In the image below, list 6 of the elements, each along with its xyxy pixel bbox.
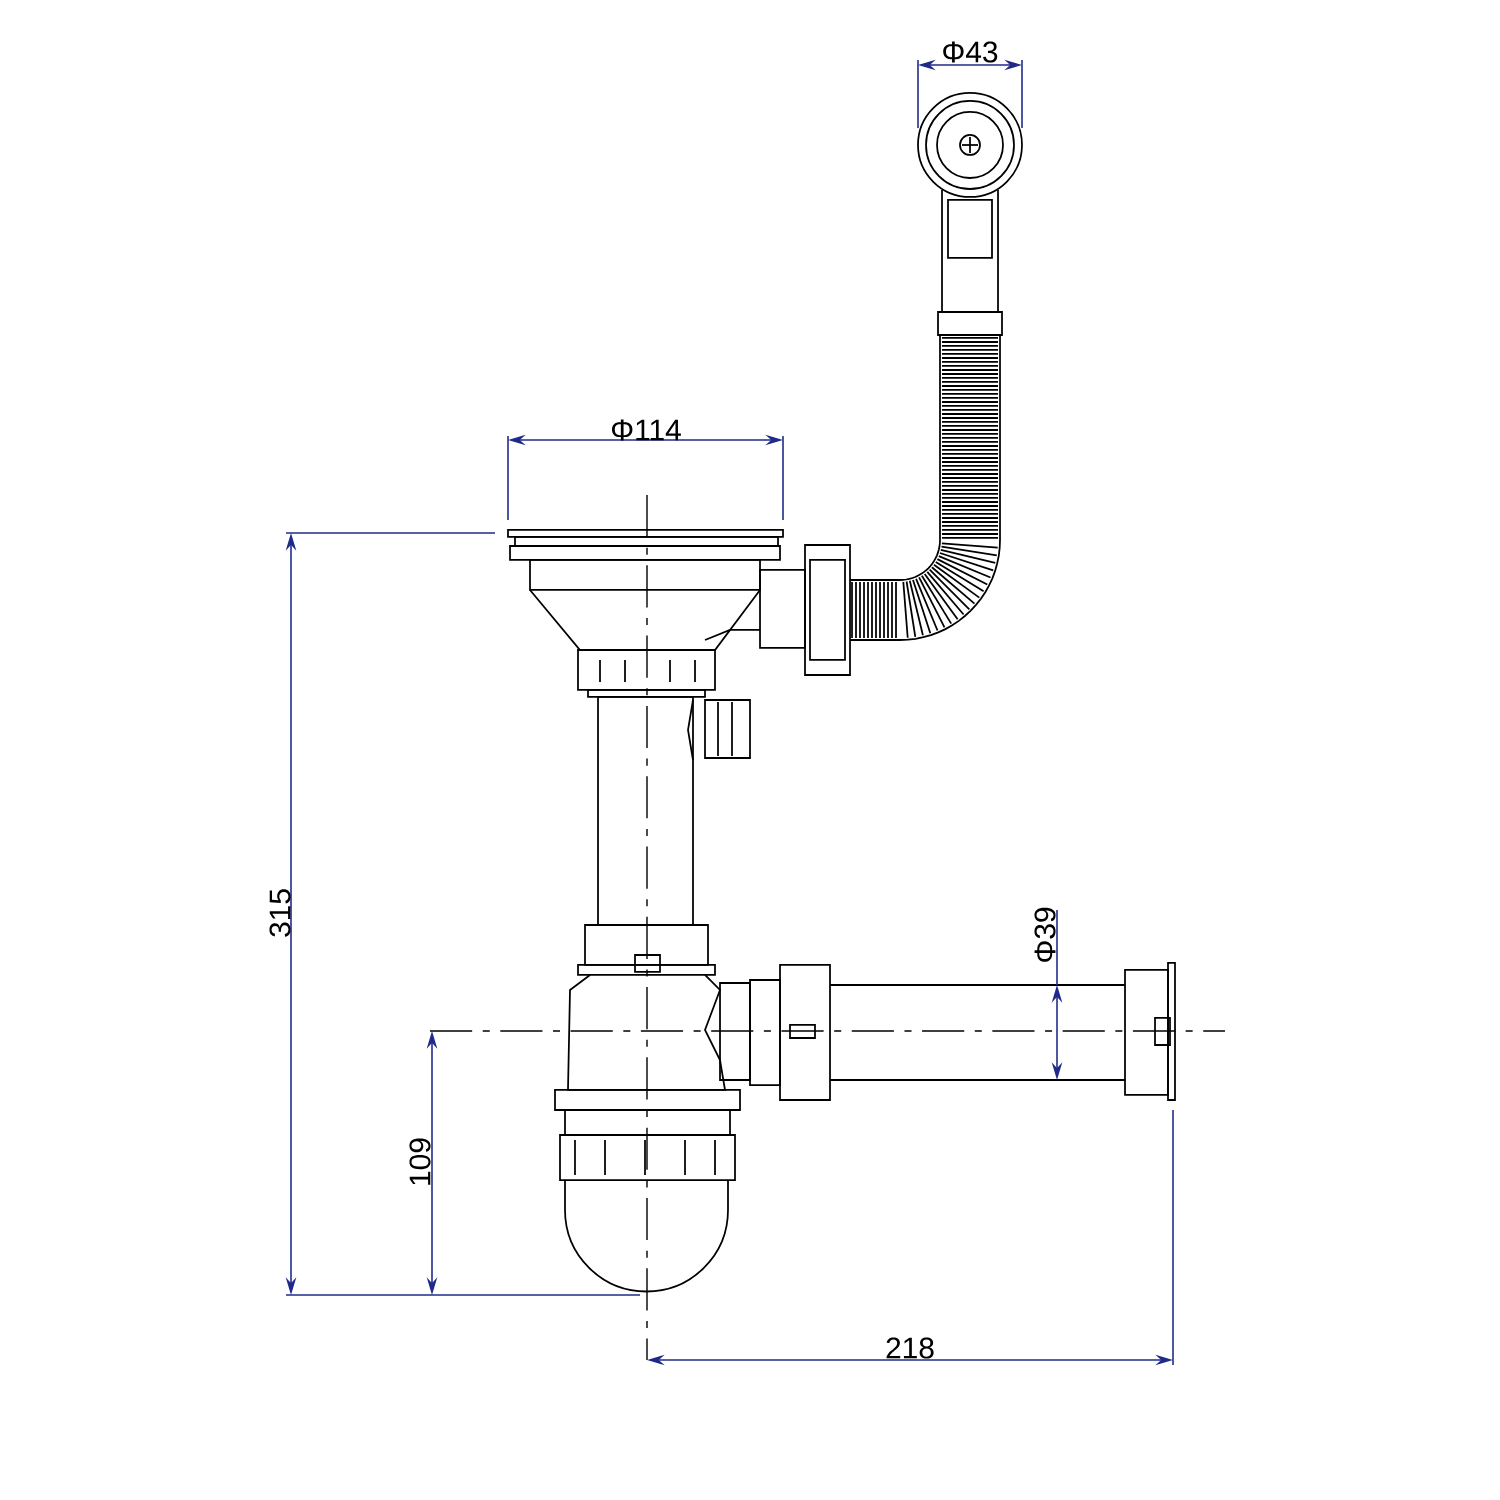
- dimension-label: Φ43: [943, 41, 998, 63]
- dimension-label: 315: [269, 889, 291, 937]
- dimension-label: Φ114: [612, 419, 681, 441]
- dimension-label: Φ39: [1034, 907, 1056, 962]
- dimension-label: 109: [409, 1138, 431, 1185]
- dimension-label: 218: [886, 1337, 934, 1359]
